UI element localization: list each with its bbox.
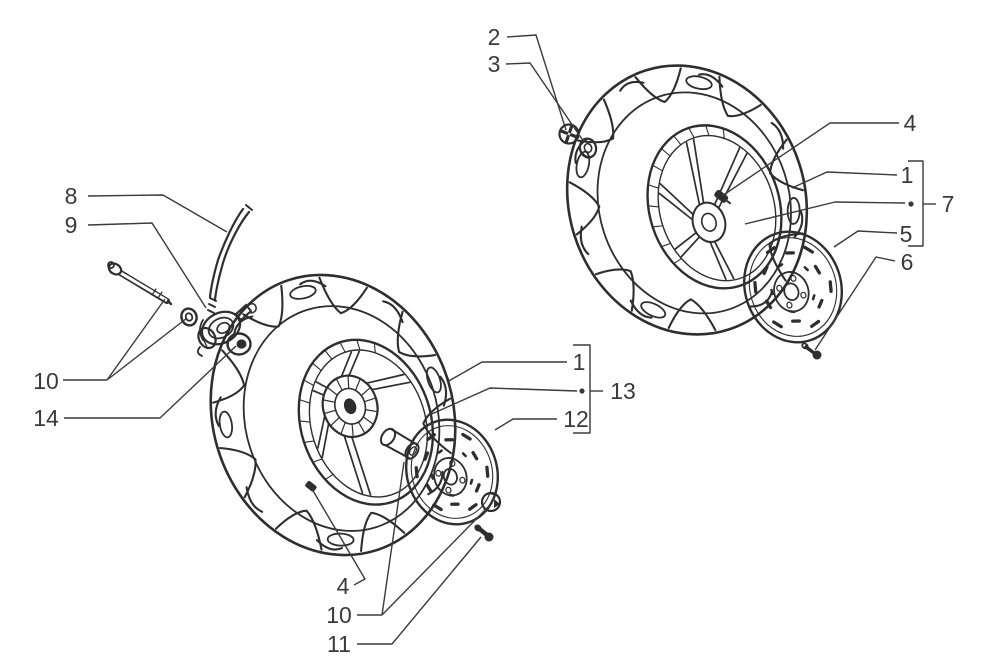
front-hub-core [343,398,357,415]
leader-rim-dot-mid [424,387,578,418]
speedo-cable [207,204,253,314]
bolt-part11 [474,524,494,542]
leader-4-bottom [311,488,366,586]
callout-10: 10 [326,602,352,628]
bracket-13 [573,344,591,434]
leader-10-bottom-b [381,506,489,616]
bushing-part14 [226,332,252,356]
callout-9: 9 [65,212,78,238]
rear-hub-hole [700,212,717,232]
washer-part10 [180,307,198,327]
screw-part6 [801,342,822,360]
rear-tread-pattern [568,67,804,332]
axle-bolt [107,261,173,306]
leader-2 [506,34,567,131]
callout-10: 10 [33,368,59,394]
cap-nut-part2 [558,123,580,145]
leader-1-top [791,171,898,189]
rear-rim-shading [647,124,725,265]
speedo-drive [197,303,257,357]
rear-disc-boltholes [776,274,807,309]
rear-disc-hole [783,282,800,301]
front-hub [321,374,379,439]
cap-nut-part10 [480,491,502,513]
front-disc-boltholes [435,459,466,494]
callout-13: 13 [610,378,636,404]
callout-5: 5 [900,221,913,247]
front-brake-disc [404,418,500,526]
front-tire-outline [209,273,457,557]
rear-tire-sidewall [596,91,792,315]
callout-3: 3 [488,51,501,77]
front-disc-outline [404,418,500,526]
rear-wheel [565,64,809,336]
callout-4: 4 [904,110,917,136]
rear-disc-hub [773,271,810,313]
leader-10-left-b [106,317,188,381]
leader-1-mid [446,361,567,383]
leader-10-left-a [106,298,166,381]
leader-12 [494,418,557,431]
callout-7: 7 [942,191,955,217]
rear-disc-edge [748,237,838,337]
leader-10-bottom-a [381,461,405,616]
front-hub-splines [323,375,378,437]
rear-hub [691,201,727,243]
front-spokes [312,350,411,496]
callout-11: 11 [327,631,351,657]
leader-11 [357,536,482,645]
rear-tire-outline [565,64,809,336]
callout-12: 12 [563,406,589,432]
rear-valve-stem [714,189,732,205]
front-tread-pattern [212,276,452,553]
front-valve-stem [305,480,317,492]
ref-dot-top [908,201,914,207]
leader-8 [87,194,228,233]
callout-8: 8 [65,183,78,209]
rear-spokes [658,138,748,281]
leader-9 [87,222,207,309]
callout-14: 14 [33,405,59,431]
rear-brake-disc [742,230,844,344]
callout-labels: 23 4 1 7 56 8 9 10 14 1 13 12 4 10 11 [33,24,954,657]
front-rim-shading [298,339,376,481]
callout-2: 2 [488,24,501,50]
rear-disc-outline [742,230,844,344]
leader-4-top [721,122,899,197]
callout-1: 1 [573,349,586,375]
axle-spacer [379,427,420,460]
leader-6 [814,256,896,351]
callout-6: 6 [901,249,914,275]
leader-lines [63,34,936,645]
leader-14 [64,345,237,419]
leader-rim-dot-top [744,201,906,225]
callout-4: 4 [337,573,350,599]
front-disc-edge [410,425,494,519]
leader-3 [505,62,585,143]
washer-part3 [578,137,598,159]
front-disc-hole [442,467,458,486]
front-wheel [209,273,457,557]
callout-1: 1 [901,162,914,188]
ref-dot-mid [579,388,585,394]
rear-disc-slots [753,245,833,329]
front-disc-hub [433,457,468,497]
front-rim-lip [297,338,435,506]
front-disc-slots [414,432,490,512]
leader-5 [833,230,898,248]
